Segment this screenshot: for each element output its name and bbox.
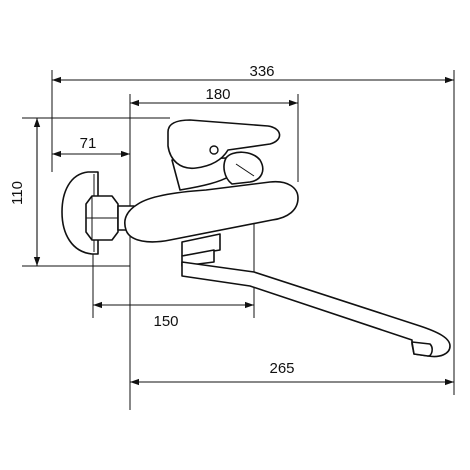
dimension-71: 71 <box>52 135 130 158</box>
dimension-336: 336 <box>52 63 454 84</box>
faucet-outline <box>61 119 451 358</box>
mixer-body <box>123 180 299 243</box>
cartridge-cap <box>223 151 264 185</box>
extension-lines <box>22 70 455 410</box>
spout-aerator <box>411 341 433 357</box>
dimension-110: 110 <box>9 118 41 266</box>
dimension-label-265: 265 <box>269 360 294 377</box>
dimension-label-336: 336 <box>249 63 274 80</box>
spout <box>181 261 451 358</box>
dimension-150: 150 <box>93 301 254 330</box>
lever-handle <box>167 119 281 170</box>
dimension-label-110: 110 <box>9 181 26 205</box>
dimension-label-71: 71 <box>80 135 97 152</box>
lever-indicator-icon <box>209 145 219 155</box>
dimension-180: 180 <box>130 86 298 107</box>
dimension-label-180: 180 <box>205 86 230 103</box>
dimension-label-150: 150 <box>153 313 178 330</box>
dimension-265: 265 <box>130 360 454 386</box>
